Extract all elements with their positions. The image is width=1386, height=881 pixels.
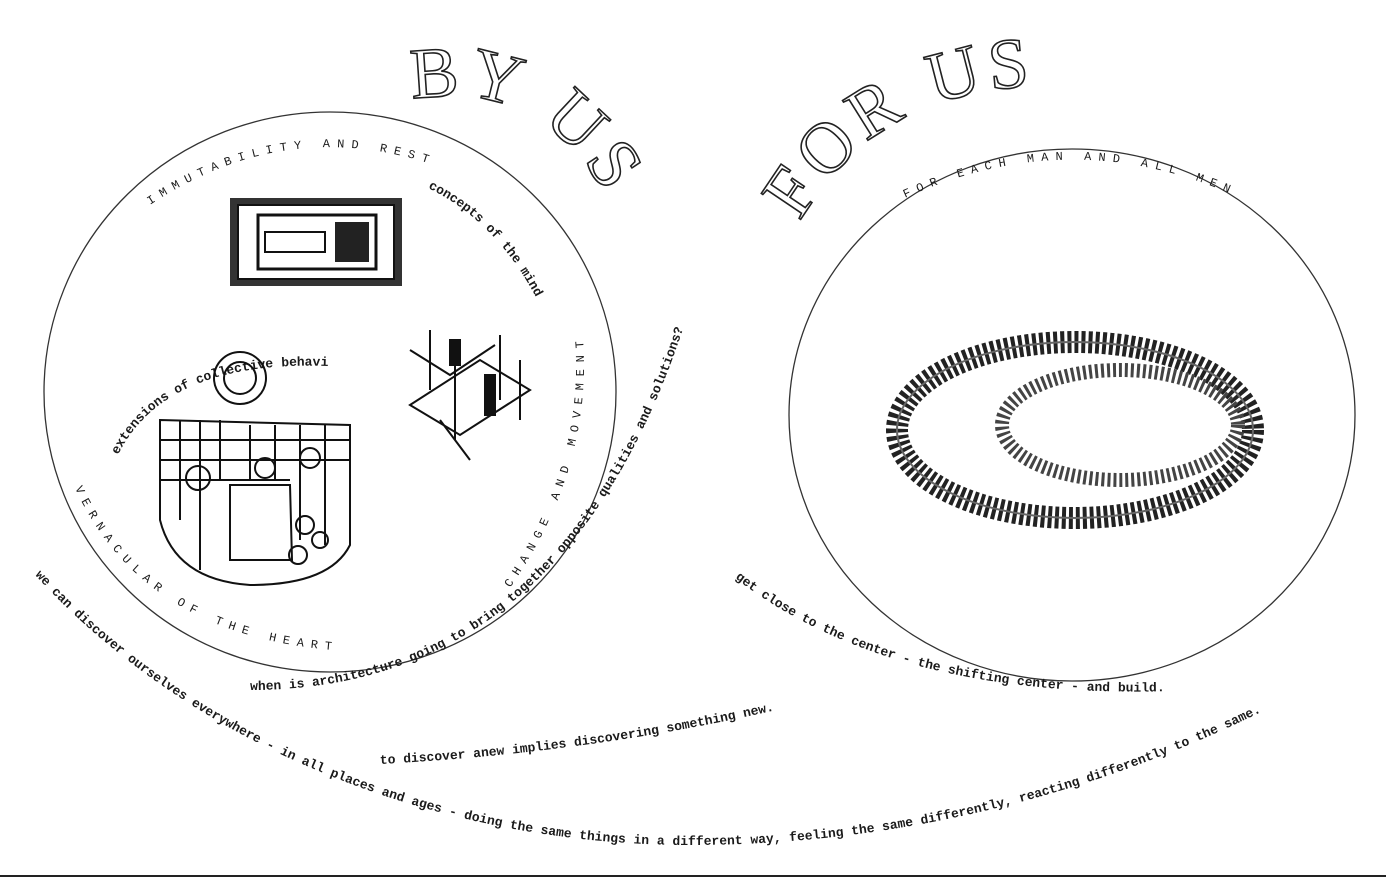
right-circle xyxy=(788,148,1356,682)
by-us-title: BY US xyxy=(408,31,663,208)
ourselves-phrase: we can discover ourselves everywhere - i… xyxy=(32,568,1263,849)
change-label: CHANGE AND MOVEMENT xyxy=(502,334,588,591)
for-each-man-label: FOR EACH MAN AND ALL MEN xyxy=(901,150,1239,202)
left-circle xyxy=(43,111,617,673)
temple-plan-image xyxy=(230,198,402,286)
isometric-drawing-image xyxy=(408,330,532,461)
vernacular-plan-image xyxy=(159,351,351,587)
get-close-phrase: get close to the center - the shifting c… xyxy=(733,569,1165,695)
concepts-label: concepts of the mind xyxy=(426,178,545,299)
ring-of-people-image xyxy=(886,331,1264,529)
discover-anew-phrase: to discover anew implies discovering som… xyxy=(379,700,775,768)
for-us-title: FOR US xyxy=(746,22,1038,231)
